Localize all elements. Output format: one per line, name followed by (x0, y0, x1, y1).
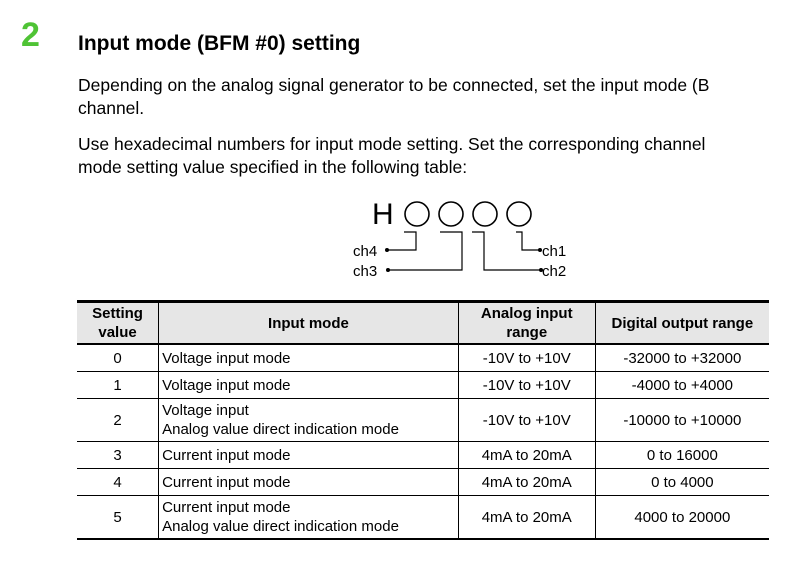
analog-range-cell: 4mA to 20mA (457, 495, 596, 540)
setting-value-cell: 5 (77, 495, 160, 540)
input-mode-cell: Voltage input mode (158, 343, 459, 372)
channel-digit-placeholders (404, 201, 532, 227)
ch4-label: ch4 (353, 243, 377, 260)
digital-range-cell: -10000 to +10000 (594, 398, 769, 442)
channel-mode-diagram: H ch4 ch3 ch1 ch2 (353, 198, 566, 280)
hex-prefix-label: H (372, 198, 394, 231)
setting-value-cell: 4 (77, 468, 160, 496)
ch4-connector (387, 231, 417, 251)
digit-placeholder-ch2 (472, 201, 498, 227)
intro-paragraph: Depending on the analog signal generator… (78, 74, 800, 120)
setting-value-cell: 2 (77, 398, 160, 442)
digital-range-cell: -32000 to +32000 (594, 343, 769, 372)
connector-dots (385, 248, 543, 272)
ch2-connector (472, 231, 541, 271)
digital-range-cell: 4000 to 20000 (594, 495, 769, 540)
table-row: 4 Current input mode 4mA to 20mA 0 to 40… (77, 468, 769, 496)
paragraph-line: channel. (78, 98, 145, 118)
table-row: 1 Voltage input mode -10V to +10V -4000 … (77, 371, 769, 399)
setting-value-cell: 1 (77, 371, 160, 399)
step-number: 2 (21, 16, 40, 54)
header-digital-output-range: Digital output range (594, 300, 769, 345)
ch3-label: ch3 (353, 263, 377, 280)
digital-range-cell: 0 to 16000 (594, 441, 769, 469)
paragraph-line: Depending on the analog signal generator… (78, 75, 710, 95)
analog-range-cell: -10V to +10V (457, 398, 596, 442)
digit-placeholder-ch1 (506, 201, 532, 227)
table-row: 0 Voltage input mode -10V to +10V -32000… (77, 343, 769, 372)
input-mode-cell: Current input mode (158, 441, 459, 469)
digit-placeholder-ch3 (438, 201, 464, 227)
setting-value-cell: 3 (77, 441, 160, 469)
analog-range-cell: -10V to +10V (457, 371, 596, 399)
paragraph-line: mode setting value specified in the foll… (78, 157, 468, 177)
input-mode-cell: Current input mode (158, 468, 459, 496)
input-mode-cell: Voltage input mode (158, 371, 459, 399)
paragraph-line: Use hexadecimal numbers for input mode s… (78, 134, 706, 154)
analog-range-cell: 4mA to 20mA (457, 441, 596, 469)
section-title: Input mode (BFM #0) setting (78, 32, 361, 55)
setting-value-cell: 0 (77, 343, 160, 372)
ch1-label: ch1 (542, 243, 566, 260)
analog-range-cell: 4mA to 20mA (457, 468, 596, 496)
header-input-mode: Input mode (158, 300, 459, 345)
ch2-label: ch2 (542, 263, 566, 280)
ch3-connector (388, 231, 463, 271)
digit-placeholder-ch4 (404, 201, 430, 227)
hex-instruction-paragraph: Use hexadecimal numbers for input mode s… (78, 133, 800, 179)
channel-connector-lines (387, 231, 541, 271)
analog-range-cell: -10V to +10V (457, 343, 596, 372)
digital-range-cell: -4000 to +4000 (594, 371, 769, 399)
digital-range-cell: 0 to 4000 (594, 468, 769, 496)
ch1-connector (516, 231, 540, 251)
table-row: 3 Current input mode 4mA to 20mA 0 to 16… (77, 441, 769, 469)
